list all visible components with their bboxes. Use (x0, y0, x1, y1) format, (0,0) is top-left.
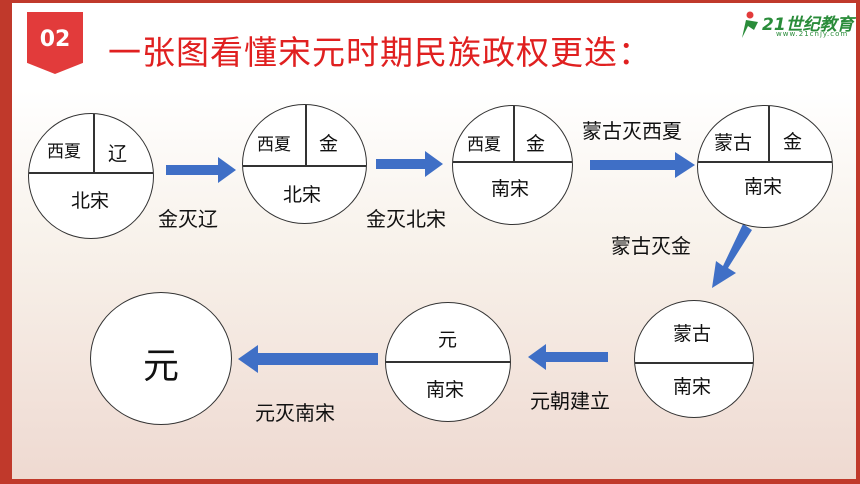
page-title: 一张图看懂宋元时期民族政权更迭： (108, 33, 652, 72)
node-yuan-nansong: 元 南宋 (385, 302, 511, 422)
frame-bottom (0, 479, 860, 484)
arrow-6 (238, 345, 378, 373)
node-label: 西夏 (467, 135, 501, 155)
edge-label: 元朝建立 (530, 389, 610, 413)
node-label: 南宋 (673, 376, 712, 398)
node-label: 北宋 (71, 190, 110, 212)
node-label: 金 (319, 133, 339, 155)
edge-label: 蒙古灭西夏 (582, 119, 682, 143)
edge-label: 元灭南宋 (255, 401, 335, 425)
node-label: 西夏 (257, 135, 291, 155)
edge-label: 蒙古灭金 (611, 234, 691, 258)
node-label: 辽 (108, 143, 128, 165)
node-label: 北宋 (283, 184, 322, 206)
arrow-4 (712, 224, 752, 288)
frame-left (0, 0, 12, 484)
edge-label: 金灭辽 (158, 207, 218, 231)
arrow-3 (590, 152, 695, 178)
edge-label: 金灭北宋 (366, 207, 446, 231)
node-label: 南宋 (744, 176, 783, 198)
node-menggu-nansong: 蒙古 南宋 (634, 300, 754, 418)
node-label: 南宋 (491, 178, 530, 200)
node-label: 蒙古 (714, 132, 753, 154)
node-label: 金 (783, 131, 803, 153)
node-jin-xixia-nansong: 西夏 金 南宋 (452, 105, 573, 225)
frame-right (856, 0, 860, 484)
arrow-1 (166, 157, 236, 183)
node-label: 西夏 (47, 142, 81, 162)
arrow-5 (528, 344, 608, 370)
node-liao-xixia-beisong: 西夏 辽 北宋 (28, 113, 154, 239)
logo-runner-icon (742, 11, 758, 38)
frame-top (0, 0, 860, 3)
node-jin-xixia-beisong: 西夏 金 北宋 (242, 104, 367, 224)
arrow-2 (376, 151, 443, 177)
logo-subtext: www.21cnjy.com (776, 30, 849, 38)
node-label: 蒙古 (673, 323, 712, 345)
node-label: 元 (438, 329, 458, 351)
node-yuan: 元 (90, 292, 232, 425)
node-label: 元 (143, 346, 180, 387)
node-jin-menggu-nansong: 蒙古 金 南宋 (697, 105, 833, 228)
node-label: 南宋 (426, 379, 465, 401)
section-number-badge: 02 (27, 12, 83, 74)
logo-text: 21世纪教育 (762, 15, 854, 35)
node-label: 金 (526, 133, 546, 155)
